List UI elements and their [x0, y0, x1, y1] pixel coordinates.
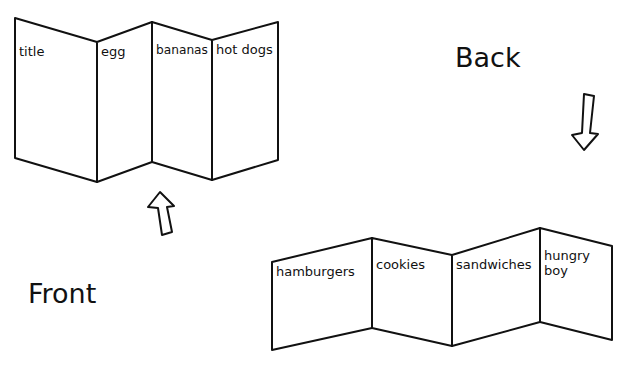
panel-text: title: [15, 18, 97, 60]
panel-shape: [97, 22, 152, 182]
panel-shape: [272, 238, 372, 350]
panel-outline: [372, 238, 452, 346]
panel-text: hot dogs: [212, 22, 278, 58]
book-panel: hamburgers: [272, 238, 372, 350]
panel-text: egg: [97, 22, 152, 60]
panel-outline: [540, 228, 612, 340]
panel-outline: [452, 228, 540, 346]
panel-shape: [540, 228, 612, 340]
book-panel: hot dogs: [212, 22, 278, 180]
panel-shape: [15, 18, 97, 182]
panel-text: sandwiches: [452, 228, 540, 273]
panel-text: cookies: [372, 238, 452, 273]
panel-text: hamburgers: [272, 238, 372, 280]
panel-shape: [152, 22, 212, 180]
panel-shape: [452, 228, 540, 346]
book-panel: sandwiches: [452, 228, 540, 346]
book-panel: hungry boy: [540, 228, 612, 340]
book-panel: title: [15, 18, 97, 182]
panel-text: bananas: [152, 22, 212, 57]
book-panel: egg: [97, 22, 152, 182]
book-panel: bananas: [152, 22, 212, 180]
book-panel: cookies: [372, 238, 452, 346]
panel-shape: [372, 238, 452, 346]
panel-shape: [212, 22, 278, 180]
back-arrow: [572, 94, 598, 150]
side-label: Back: [455, 42, 521, 73]
panel-outline: [272, 238, 372, 350]
panel-text: hungry boy: [540, 228, 612, 279]
side-label: Front: [28, 278, 96, 309]
front-arrow: [148, 192, 174, 235]
panel-outline: [15, 18, 97, 182]
